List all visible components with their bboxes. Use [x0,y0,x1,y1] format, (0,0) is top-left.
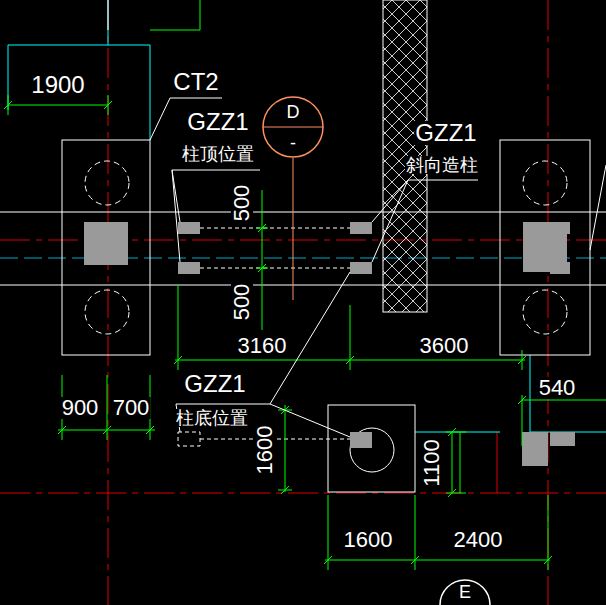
beam-lines [0,285,606,286]
dimension-text: 500 [231,184,253,223]
annotation-text: 斜向造柱 [405,156,479,174]
column-traces [200,268,350,269]
dimension-lines [4,95,112,115]
dimension-text: 1600 [254,425,276,476]
dimension-text: 1600 [343,529,394,551]
leader-lines [150,98,478,437]
dimension-lines [446,428,466,497]
dimension-lines [518,395,606,446]
beam-lines [0,212,606,213]
annotation-text: GZZ1 [186,110,249,134]
dimension-text: 1100 [421,438,443,487]
columns [84,222,128,265]
axis-lines [108,0,109,605]
piles [85,161,129,205]
pile-caps [328,405,415,492]
cyan-lines [8,45,150,140]
piles [85,161,567,472]
pile-caps [500,140,590,355]
columns [350,432,372,448]
cyan-lines [0,0,606,432]
dimension-lines [58,375,155,440]
axis-lines [497,432,498,493]
axis-stem [293,158,294,300]
dimension-text: 700 [112,397,151,419]
annotation-text: CT2 [172,70,219,94]
axis-letter: E [459,583,471,601]
columns [350,262,372,274]
annotation-text: 柱顶位置 [181,145,255,163]
dimension-text: 1900 [30,73,85,97]
bubble-divider [263,127,323,128]
annotation-text: GZZ1 [414,121,477,145]
pile-caps [62,140,590,492]
dimension-text: 900 [61,397,100,419]
column-traces [178,432,200,446]
columns [178,222,200,234]
bubble-circle [263,97,323,157]
axis-bubble: D- [262,96,324,158]
axis-lines [0,493,606,494]
leader-lines [176,272,350,437]
piles [350,428,394,472]
pile-caps [62,140,150,355]
columns [84,222,575,466]
cyan-lines [108,0,109,45]
beam-lines [108,0,109,30]
dimension-text: 3600 [419,335,470,357]
columns [550,432,575,446]
dimension-text: 540 [538,377,577,399]
annotation-text: 柱底位置 [175,409,249,427]
dimension-text: 2400 [453,529,504,551]
leader-lines [372,180,478,262]
dimension-lines [278,405,292,494]
columns [350,222,372,234]
piles [85,290,129,334]
dimension-text: 500 [231,283,253,322]
dimension-lines [256,190,268,330]
leader-lines [172,170,260,262]
beam-lines [590,165,606,250]
annotation-text: GZZ1 [183,372,246,396]
axis-letter: D [287,103,300,121]
columns [522,432,548,466]
dimension-lines [324,495,552,570]
beam-lines [0,0,606,285]
cyan-lines [530,355,606,432]
dimension-lines [174,285,526,370]
dimension-lines [150,0,200,30]
piles [523,290,567,334]
axis-letter: - [290,134,296,152]
bubble-circle [440,580,490,605]
columns [178,262,200,274]
axis-bubble: E [439,579,491,605]
dimension-text: 3160 [237,335,288,357]
column-traces [200,228,350,229]
columns [550,222,570,234]
axis-stem [293,158,294,300]
piles [523,161,567,205]
dimension-lines [4,0,606,570]
columns [550,262,570,274]
